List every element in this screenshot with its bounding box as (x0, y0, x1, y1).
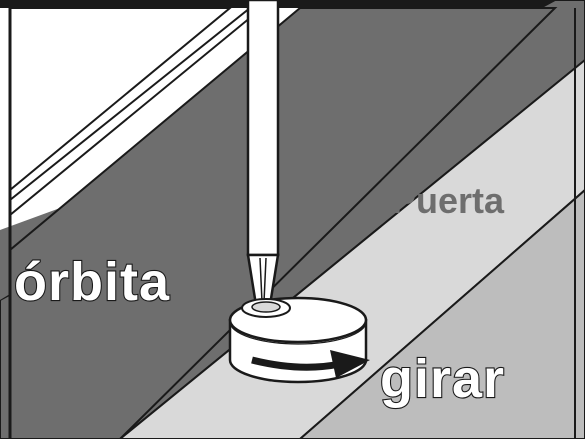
track-label: órbita (14, 252, 170, 312)
door-label: Puerta (392, 180, 505, 221)
rotate-label: girar (380, 349, 505, 409)
rotation-arrow-icon (251, 350, 370, 378)
top-frame (0, 0, 585, 8)
door-band-mid (298, 188, 585, 439)
screwdriver-icon (246, 0, 280, 307)
